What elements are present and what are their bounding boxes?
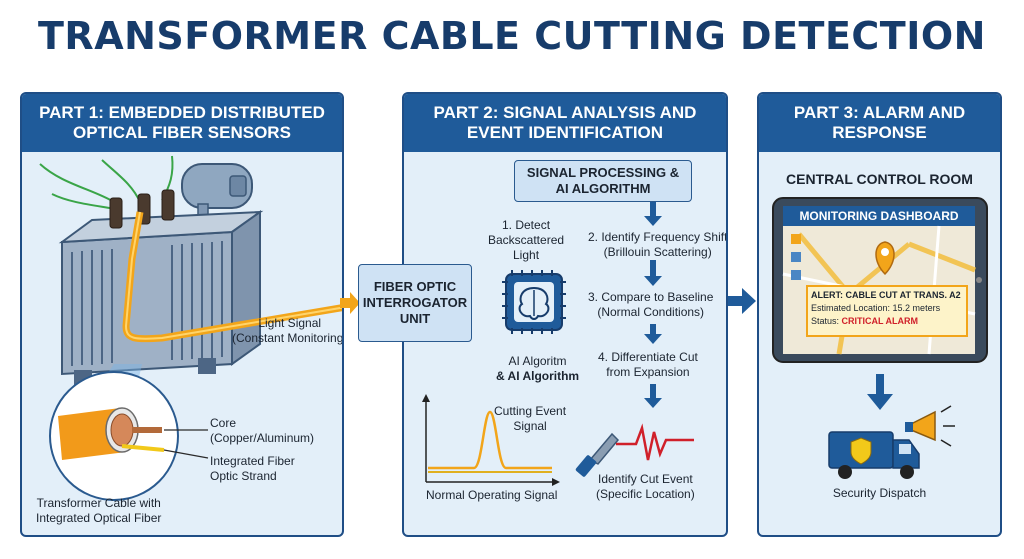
part2-art: [422, 202, 694, 486]
step-arrows: [644, 202, 662, 408]
core-label: Core(Copper/Aluminum): [210, 416, 315, 445]
part3-heading-line1: PART 3: ALARM AND: [793, 103, 966, 122]
dashboard-title: MONITORING DASHBOARD: [799, 209, 959, 223]
part1-heading-line1: PART 1: EMBEDDED DISTRIBUTED: [39, 103, 325, 122]
security-dispatch-label: Security Dispatch: [832, 486, 927, 500]
ai-chip-icon: [502, 270, 566, 334]
security-truck-icon: [828, 431, 920, 479]
part1-heading-line2: OPTICAL FIBER SENSORS: [73, 123, 291, 142]
alert-title: ALERT: CABLE CUT AT TRANS. A2: [811, 290, 961, 300]
cable-cutaway: [58, 407, 165, 460]
megaphone-icon: [905, 405, 955, 447]
conservator-tank: [181, 163, 253, 209]
step3-label: 3. Compare to Baseline(Normal Conditions…: [588, 290, 714, 319]
alert-status: Status: CRITICAL ALARM: [811, 316, 919, 326]
part3-art: [772, 197, 988, 479]
alert-box: [806, 285, 968, 337]
alert-location: Estimated Location: 15.2 meters: [811, 303, 941, 313]
knife-icon: [575, 432, 620, 477]
cut-signal-zigzag: [616, 423, 694, 461]
step2-label: 2. Identify Frequency Shift(Brillouin Sc…: [588, 230, 728, 259]
control-room-label: CENTRAL CONTROL ROOM: [786, 171, 973, 187]
normal-signal-label: Normal Operating Signal: [426, 488, 558, 502]
page-title: TRANSFORMER CABLE CUTTING DETECTION: [38, 14, 986, 58]
part2-heading-line1: PART 2: SIGNAL ANALYSIS AND: [433, 103, 697, 122]
part3-heading-line2: RESPONSE: [832, 123, 927, 142]
location-pin-icon: [875, 241, 895, 276]
radiator-fins: [71, 241, 223, 366]
light-signal-label: Light Signal(Constant Monitoring): [232, 316, 344, 345]
ai-algorithm-label: AI Algoritm& AI Algorithm: [496, 354, 580, 383]
cutting-event-curve: [428, 410, 552, 470]
identify-cut-label: Identify Cut Event(Specific Location): [596, 472, 695, 501]
signal-processing-box: SIGNAL PROCESSING &AI ALGORITHM: [514, 160, 692, 202]
part2-heading-line2: EVENT IDENTIFICATION: [466, 123, 664, 142]
transformer-illustration: [39, 155, 342, 501]
signal-chart: [422, 394, 560, 486]
